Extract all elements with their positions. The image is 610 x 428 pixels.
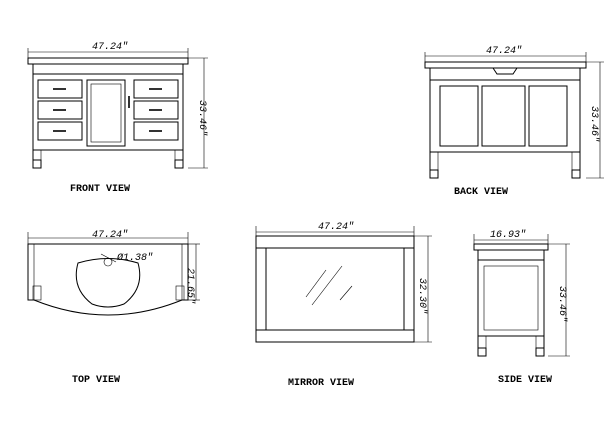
side-height-dimension: 33.46" (548, 243, 570, 357)
back-width-dimension: 47.24" (424, 45, 587, 66)
sink-basin (75, 253, 141, 308)
top-outline (27, 243, 189, 316)
front-width-label: 47.24" (92, 41, 128, 53)
mirror-view-caption: MIRROR VIEW (288, 378, 354, 389)
mirror-height-dimension: 32.30" (414, 235, 432, 343)
top-view: 47.24" Ø1.38" 21.65" TOP VIEW (27, 229, 200, 386)
front-height-dimension: 33.46" (188, 57, 208, 169)
front-cabinet (27, 57, 189, 169)
side-height-label: 33.46" (556, 286, 568, 322)
front-height-label: 33.46" (196, 100, 208, 136)
side-width-label: 16.93" (490, 229, 526, 241)
top-depth-dimension: 21.65" (184, 243, 200, 304)
back-cabinet (424, 61, 587, 179)
back-view: 47.24" 33.46" BACK VIEW (424, 45, 604, 198)
front-view-caption: FRONT VIEW (70, 184, 130, 195)
side-cabinet (473, 243, 549, 357)
side-view: 16.93" 33.46" SIDE VIEW (473, 229, 570, 386)
top-depth-label: 21.65" (184, 268, 196, 304)
side-view-caption: SIDE VIEW (498, 375, 552, 386)
front-view: 47.24" (27, 41, 208, 195)
top-view-caption: TOP VIEW (72, 375, 120, 386)
top-width-label: 47.24" (92, 229, 128, 241)
mirror-frame (255, 235, 415, 343)
mirror-width-dimension: 47.24" (255, 221, 415, 240)
side-width-dimension: 16.93" (473, 229, 549, 248)
back-height-label: 33.46" (588, 106, 600, 142)
mirror-height-label: 32.30" (416, 278, 428, 314)
top-width-dimension: 47.24" (27, 229, 189, 248)
back-height-dimension: 33.46" (586, 61, 604, 179)
drain-diameter-label: Ø1.38" (116, 252, 153, 264)
mirror-view: 47.24" 32.30" MIRROR VIEW (255, 221, 432, 389)
mirror-width-label: 47.24" (318, 221, 354, 233)
front-width-dimension: 47.24" (27, 41, 189, 62)
back-width-label: 47.24" (486, 45, 522, 57)
back-view-caption: BACK VIEW (454, 187, 508, 198)
